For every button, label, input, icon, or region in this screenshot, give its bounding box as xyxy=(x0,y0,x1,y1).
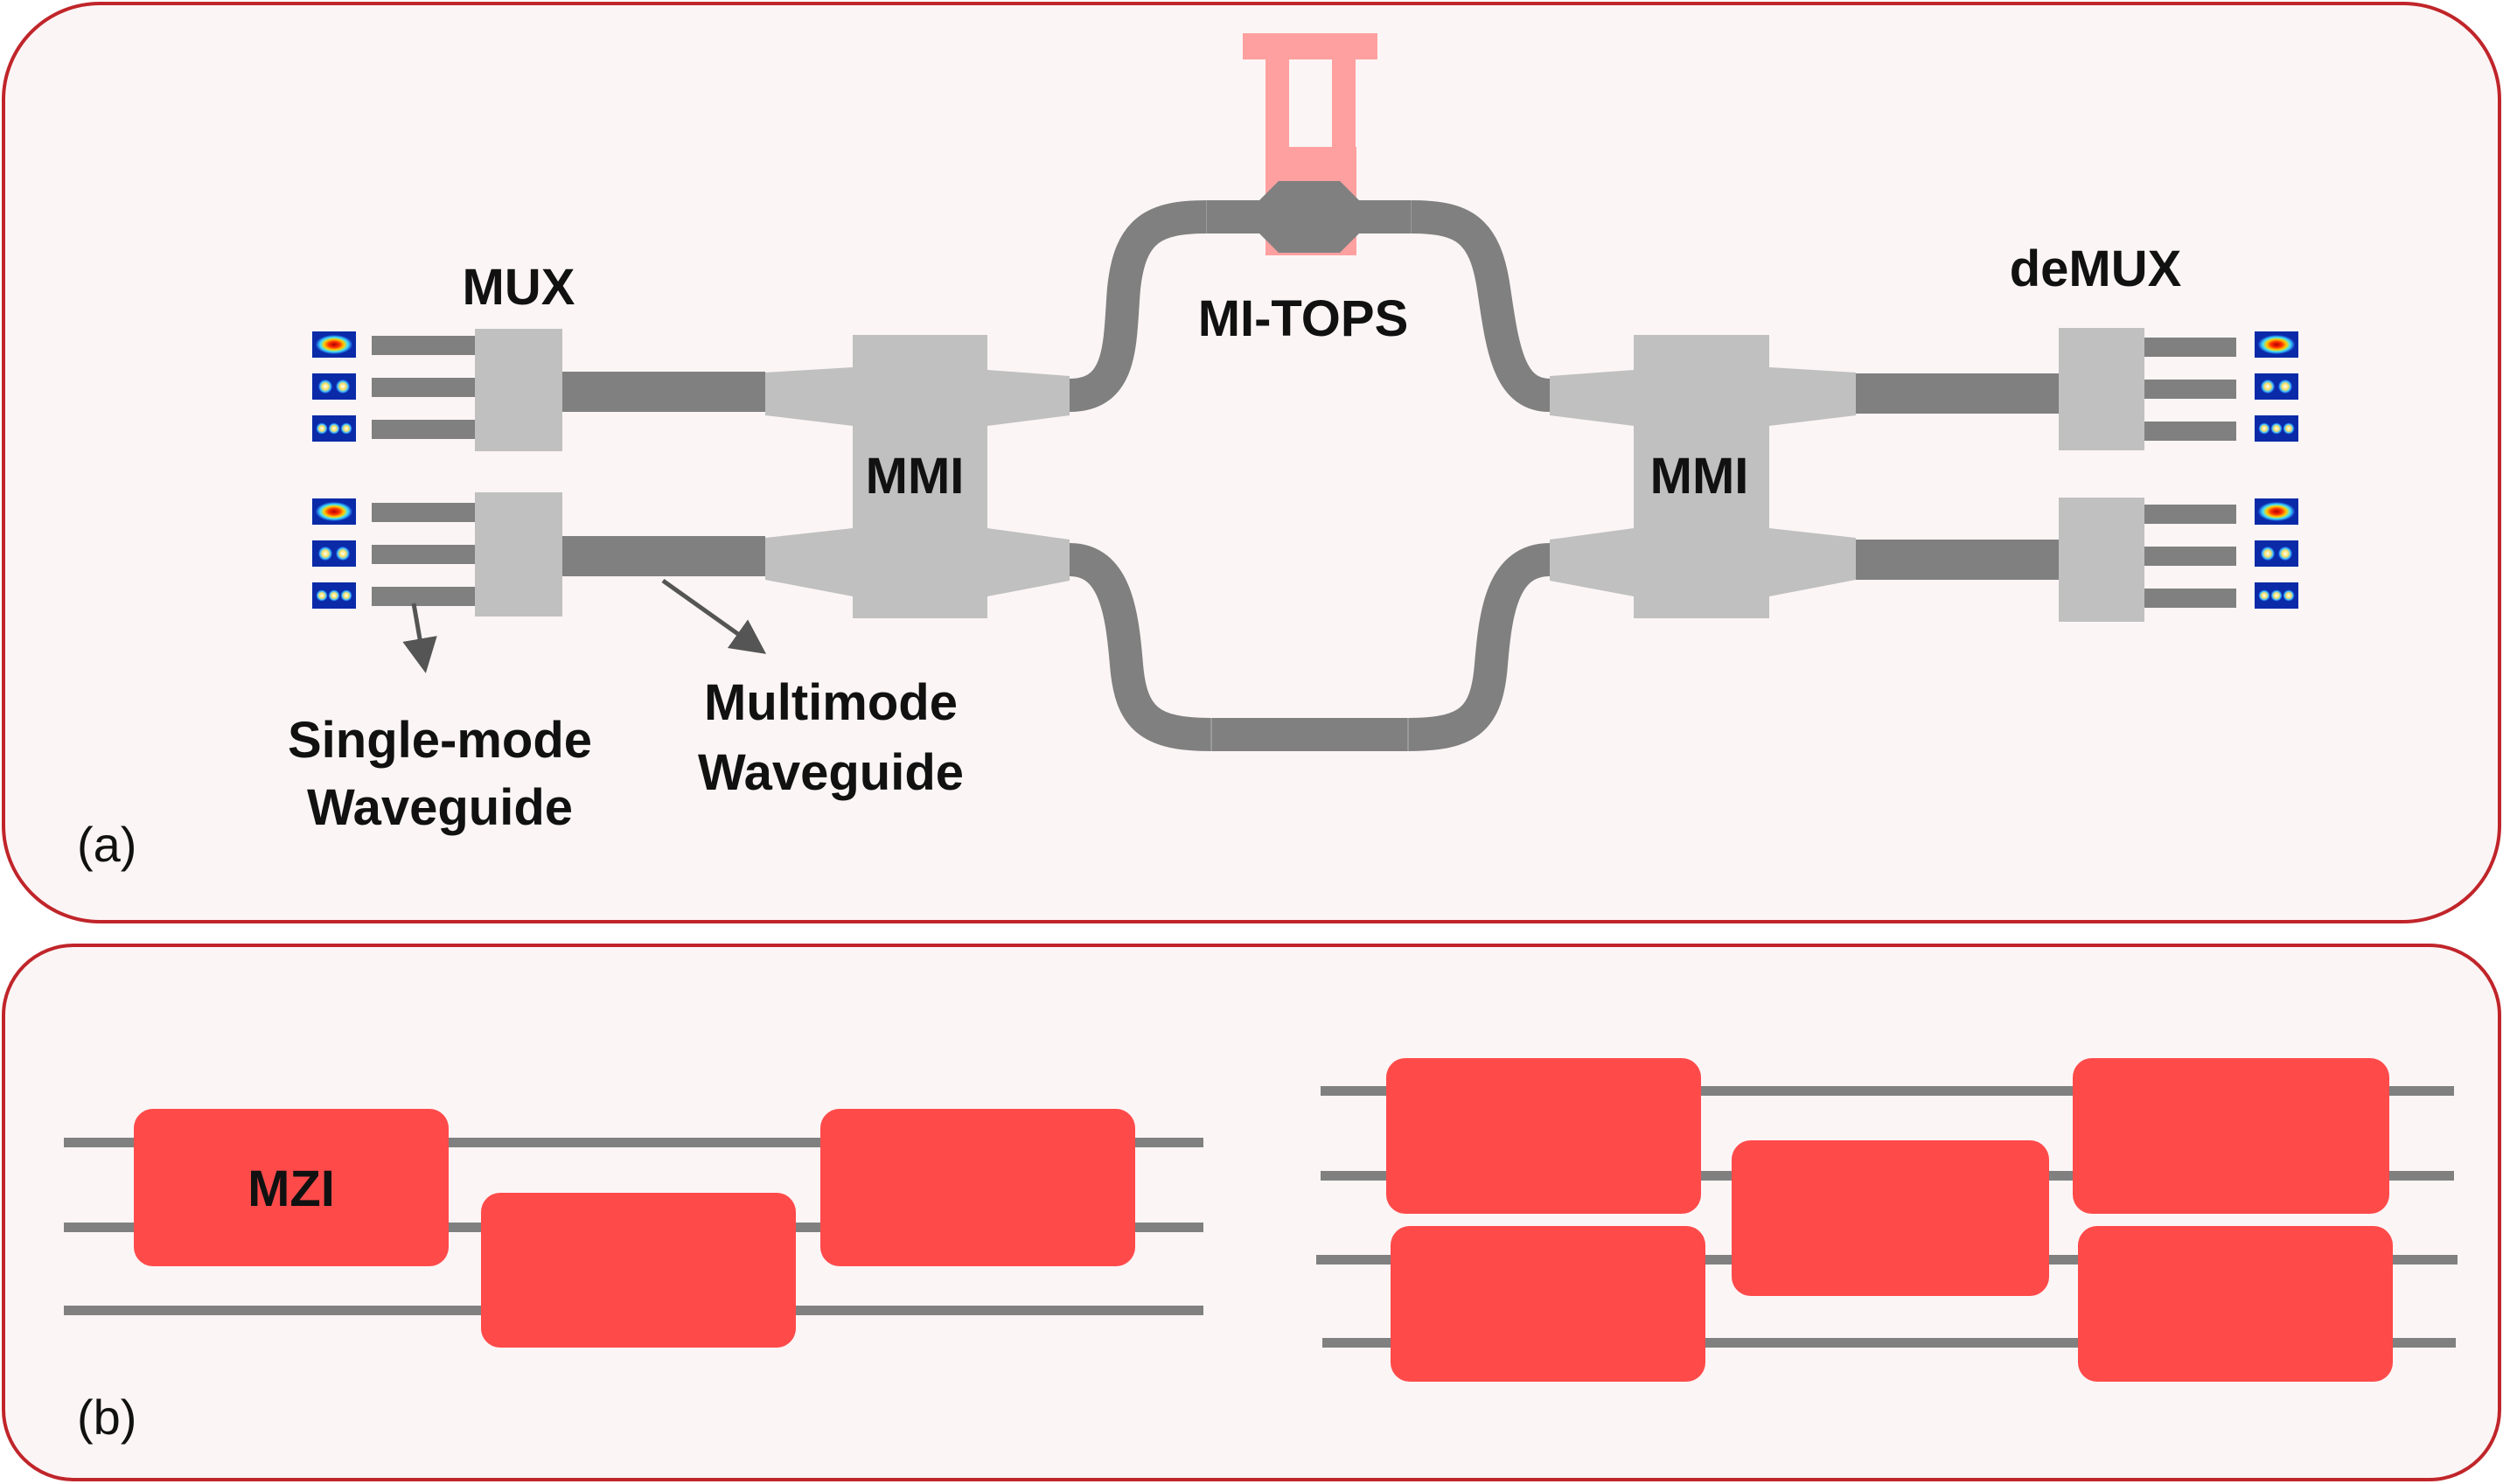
mzi-block xyxy=(2073,1058,2389,1214)
demux-block-bottom xyxy=(2059,498,2144,622)
mmi-left-label: MMI xyxy=(866,448,965,505)
mzi-block xyxy=(1386,1058,1701,1214)
panel-a-label: (a) xyxy=(77,817,136,872)
single-mode-label-line1: Single-mode xyxy=(288,712,592,769)
mzi-block xyxy=(820,1109,1135,1266)
panel-a: MUX deMUX MMI MMI MI-TOPS Single-mode Wa… xyxy=(2,2,2501,923)
fundamental-mode-icon xyxy=(2255,331,2298,358)
mzi-label: MZI xyxy=(248,1160,335,1217)
mzi-block xyxy=(481,1193,796,1348)
heater-label: MI-TOPS xyxy=(1198,290,1409,347)
third-order-mode-icon xyxy=(2255,415,2298,442)
mzi-block xyxy=(134,1109,449,1266)
second-order-mode-icon xyxy=(312,373,356,400)
multimode-waveguide-right-bottom xyxy=(1856,540,2059,580)
mux-block-bottom xyxy=(475,492,562,617)
third-order-mode-icon xyxy=(312,415,356,442)
mode-profile-icons-right xyxy=(2255,331,2298,609)
mmi-right-label: MMI xyxy=(1650,448,1749,505)
mux-block-top xyxy=(475,329,562,451)
multimode-waveguide-right-top xyxy=(1856,373,2059,414)
panel-a-frame xyxy=(2,2,2501,923)
panel-b: MZI (b) xyxy=(2,944,2501,1481)
fundamental-mode-icon xyxy=(312,498,356,525)
panel-b-label: (b) xyxy=(77,1390,136,1445)
second-order-mode-icon xyxy=(2255,373,2298,400)
third-order-mode-icon xyxy=(2255,582,2298,609)
input-single-mode-waveguides xyxy=(372,336,477,606)
single-mode-arrow xyxy=(402,603,437,673)
lower-arm-waveguide xyxy=(1068,543,1551,751)
fundamental-mode-icon xyxy=(2255,498,2298,525)
mzi-block xyxy=(1732,1140,2049,1296)
mzi-block xyxy=(2078,1226,2393,1382)
output-single-mode-waveguides xyxy=(2144,338,2236,608)
mesh-right-mzis xyxy=(1386,1058,2393,1382)
heater-waveguide-section xyxy=(1207,181,1411,253)
heater-electrode xyxy=(1243,33,1377,154)
mux-label: MUX xyxy=(463,259,575,316)
multimode-waveguide-left-bottom xyxy=(562,536,765,576)
second-order-mode-icon xyxy=(2255,540,2298,567)
mode-profile-icons-left xyxy=(312,331,356,609)
mmi-right xyxy=(1550,335,1856,618)
mzi-block xyxy=(1391,1226,1705,1382)
single-mode-label-line2: Waveguide xyxy=(307,779,573,836)
mesh-left-mzis xyxy=(134,1109,1135,1348)
multimode-label-line1: Multimode xyxy=(704,674,958,731)
fundamental-mode-icon xyxy=(312,331,356,358)
demux-block-top xyxy=(2059,328,2144,450)
demux-label: deMUX xyxy=(2010,240,2182,297)
multimode-arrow xyxy=(661,578,767,654)
multimode-waveguide-left-top xyxy=(562,372,765,412)
mmi-left xyxy=(765,335,1070,618)
third-order-mode-icon xyxy=(312,582,356,609)
second-order-mode-icon xyxy=(312,540,356,567)
multimode-label-line2: Waveguide xyxy=(698,744,964,801)
